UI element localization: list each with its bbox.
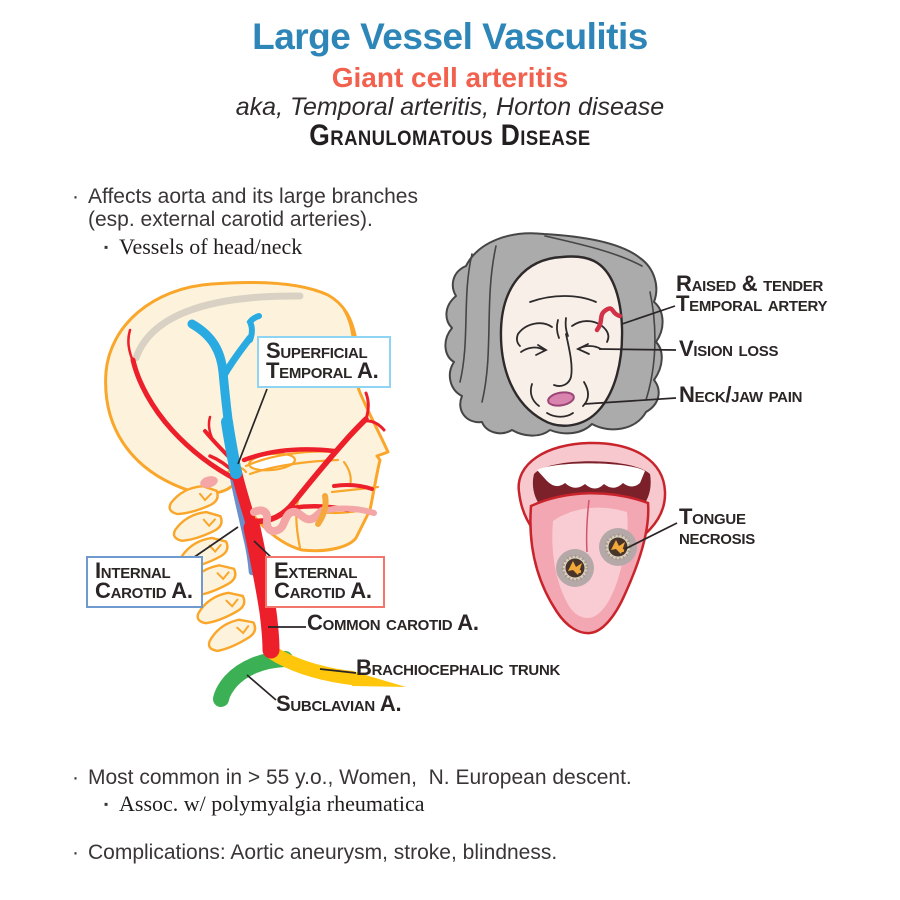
label-tongue-necrosis: Tongue necrosis	[679, 504, 755, 549]
jaw-artery-segment	[315, 493, 329, 527]
leader-brachiocephalic	[319, 668, 357, 674]
note-affects-line2: (esp. external carotid arteries).	[88, 208, 373, 232]
note-polymyalgia: ▪ Assoc. w/ polymyalgia rheumatica	[104, 791, 424, 817]
aka-line: aka, Temporal arteritis, Horton disease	[235, 93, 665, 121]
bullet-marker: ·	[72, 766, 79, 789]
superficial-temporal-artery	[187, 313, 262, 479]
label-internal-carotid: Internal Carotid A.	[86, 556, 203, 608]
posterior-auricular-artery	[200, 476, 218, 488]
leader-internal-carotid	[189, 526, 239, 561]
leader-superficial-temporal	[237, 388, 268, 465]
label-subclavian: Subclavian A.	[276, 691, 402, 716]
leader-neck-jaw-pain	[583, 397, 677, 405]
label-common-carotid: Common carotid A.	[307, 610, 479, 635]
necrosis-lesion	[556, 549, 594, 587]
leader-lines	[189, 305, 678, 701]
disease-classification: Granulomatous Disease	[309, 119, 591, 152]
square-bullet-marker: ▪	[104, 240, 109, 254]
leader-temporal-artery	[621, 305, 676, 325]
mouth	[547, 391, 575, 407]
note-text: Vessels of head/neck	[119, 234, 303, 259]
disease-subtitle: Giant cell arteritis	[331, 62, 569, 93]
note-demographics: · Most common in > 55 y.o., Women, N. Eur…	[72, 766, 632, 790]
label-brachiocephalic: Brachiocephalic trunk	[356, 655, 561, 680]
note-text: (esp. external carotid arteries).	[88, 208, 373, 231]
teeth	[537, 463, 645, 489]
label-temporal-artery: Raised & tender Temporal artery	[676, 271, 828, 316]
label-neck-jaw-pain: Neck/jaw pain	[679, 382, 803, 407]
label-vision-loss: Vision loss	[679, 336, 779, 361]
note-affects: · Affects aorta and its large branches	[72, 185, 418, 209]
face-drawing	[444, 232, 664, 437]
face	[499, 255, 624, 427]
square-bullet-marker: ▪	[104, 797, 109, 811]
bullet-marker: ·	[72, 185, 79, 208]
note-text: Assoc. w/ polymyalgia rheumatica	[119, 791, 425, 816]
page-title: Large Vessel Vasculitis	[252, 16, 648, 57]
inflamed-temporal-artery	[594, 306, 623, 333]
tongue-midline	[585, 499, 590, 553]
common-carotid-artery	[243, 519, 280, 659]
brachiocephalic-trunk	[266, 646, 359, 685]
note-vessels: ▪ Vessels of head/neck	[104, 234, 302, 260]
bullet-marker: ·	[72, 841, 79, 864]
note-text: Affects aorta and its large branches	[88, 185, 418, 208]
subclavian-artery	[213, 651, 293, 707]
note-text: Complications: Aortic aneurysm, stroke, …	[88, 841, 558, 864]
note-complications: · Complications: Aortic aneurysm, stroke,…	[72, 841, 557, 865]
leader-tongue-necrosis	[624, 522, 678, 550]
note-text: Most common in > 55 y.o., Women, N. Euro…	[88, 766, 632, 789]
red-arteries	[127, 328, 386, 659]
brachiocephalic-tip	[352, 671, 406, 687]
tongue-drawing	[517, 441, 667, 635]
label-external-carotid: External Carotid A.	[265, 556, 385, 608]
hair-strands	[459, 235, 656, 403]
leader-vision-loss	[598, 348, 677, 351]
leader-subclavian	[246, 674, 277, 701]
calvaria-highlight	[132, 292, 304, 362]
label-superficial-temporal: Superficial Temporal A.	[257, 336, 391, 388]
necrosis-lesion	[599, 528, 637, 566]
face-features	[516, 295, 610, 418]
